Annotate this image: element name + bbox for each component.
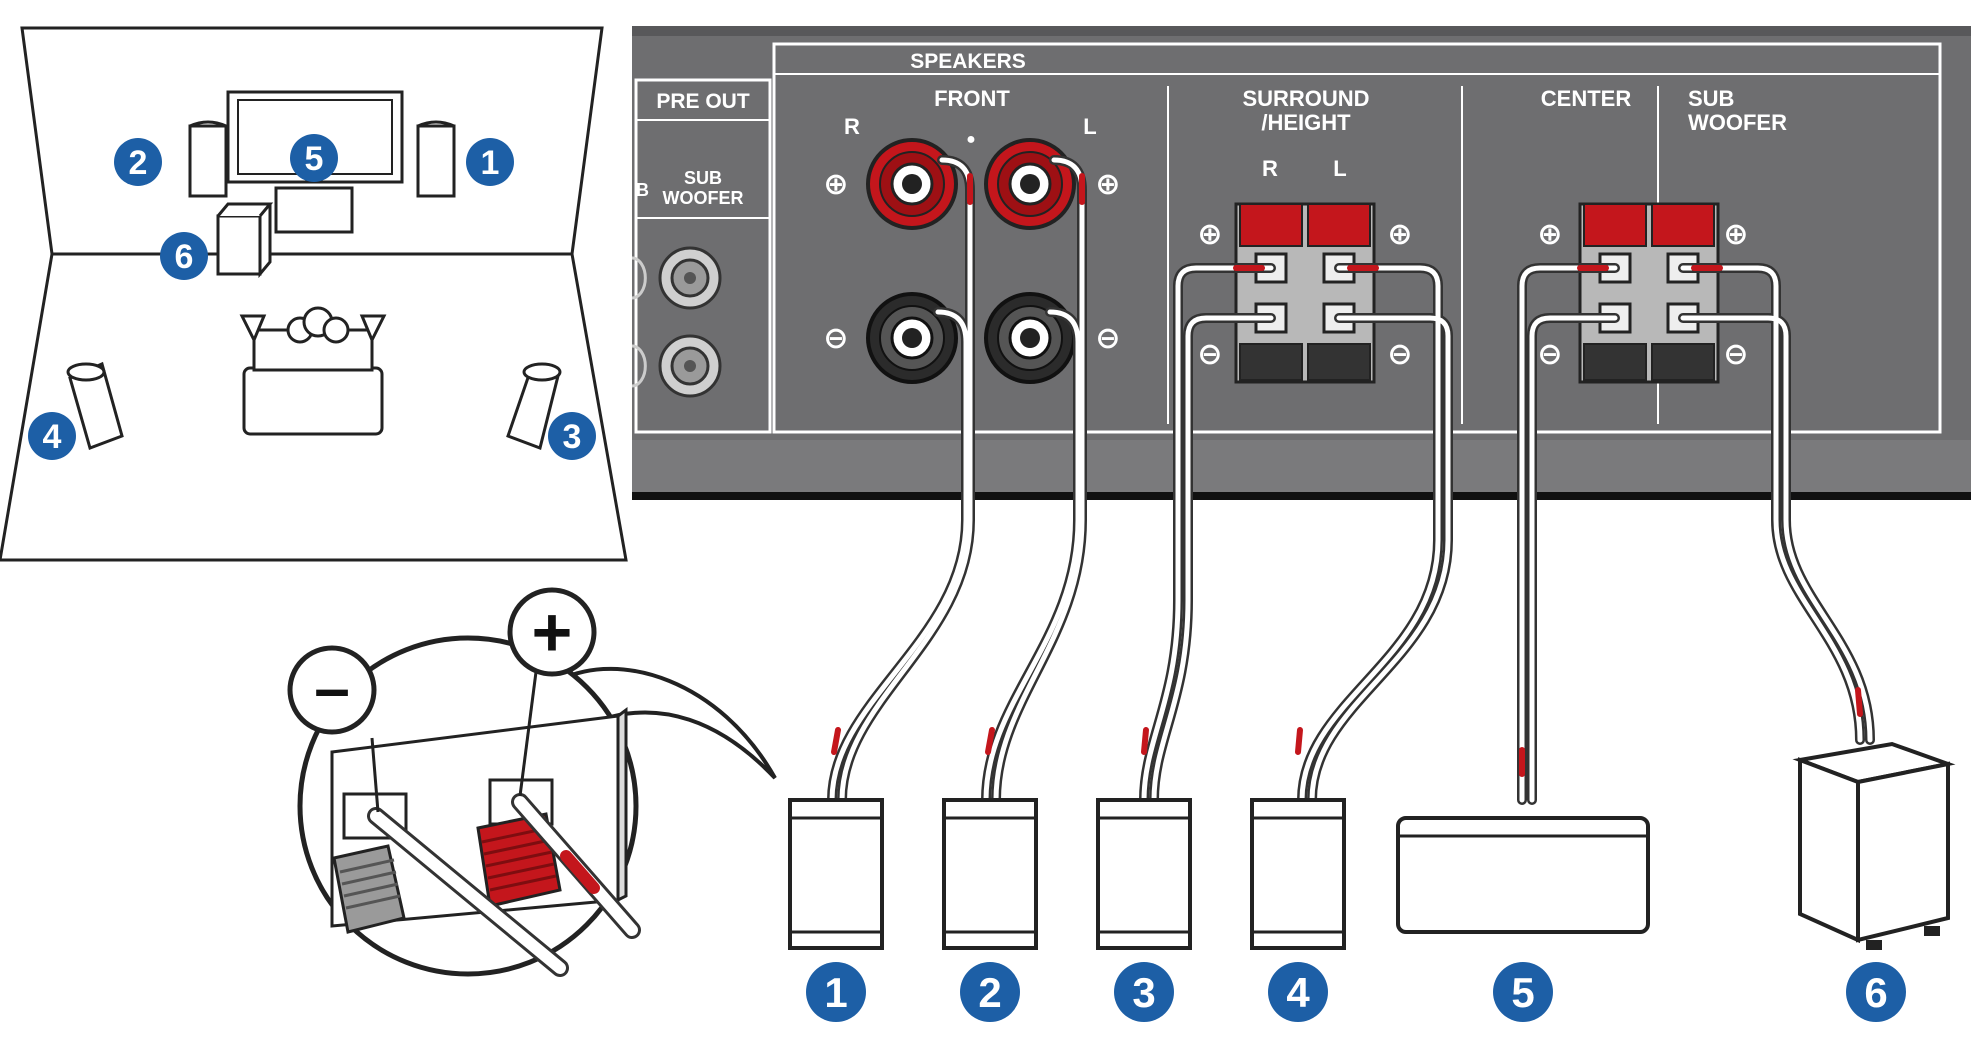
speaker-badge-1: 1	[806, 962, 866, 1022]
pre-out-sub-label-1: SUB	[684, 168, 722, 188]
room-subwoofer-icon	[216, 202, 274, 279]
svg-text:6: 6	[1864, 969, 1887, 1016]
subwoofer-label-1: SUB	[1688, 86, 1734, 111]
room-speaker-front-left-icon	[188, 120, 228, 198]
surround-label-1: SURROUND	[1242, 86, 1369, 111]
front-terminals: FRONT R L ● ⊕ ⊕ ⊖ ⊖	[823, 86, 1121, 384]
surround-label-2: /HEIGHT	[1261, 110, 1351, 135]
svg-text:3: 3	[563, 418, 582, 456]
room-speaker-center-icon	[274, 186, 354, 234]
speaker-cables	[827, 155, 1875, 805]
room-badge-5: 5	[290, 134, 338, 182]
room-speaker-surround-right-icon	[506, 362, 562, 450]
center-plus-symbol: ⊕	[1537, 217, 1562, 252]
room-layout-illustration: 1 2 3 4 5 6	[0, 26, 628, 562]
svg-text:3: 3	[1132, 969, 1155, 1016]
detail-minus-callout: –	[287, 645, 377, 735]
speaker-1-front-right-icon	[788, 798, 884, 950]
room-badge-6: 6	[160, 232, 208, 280]
front-l-minus-terminal[interactable]	[984, 292, 1076, 384]
speaker-badge-3: 3	[1114, 962, 1174, 1022]
surround-l-minus-symbol: ⊖	[1387, 337, 1412, 372]
speaker-badge-2: 2	[960, 962, 1020, 1022]
rca-jack-1[interactable]	[658, 246, 722, 310]
front-l-label: L	[1083, 114, 1096, 139]
svg-text:4: 4	[1286, 969, 1310, 1016]
speaker-5-center-icon	[1396, 816, 1650, 934]
surround-terminals: SURROUND /HEIGHT R L ⊕ ⊕ ⊖ ⊖	[1197, 86, 1413, 384]
front-label: FRONT	[934, 86, 1010, 111]
svg-text:2: 2	[978, 969, 1001, 1016]
center-minus-symbol: ⊖	[1537, 337, 1562, 372]
front-r-plus-symbol: ⊕	[823, 167, 848, 202]
surround-l-plus-symbol: ⊕	[1387, 217, 1412, 252]
room-badge-2: 2	[114, 138, 162, 186]
speaker-units: 1 2 3 4 5 6	[788, 741, 1956, 1022]
pre-out-section: PRE OUT SUB WOOFER B	[631, 78, 772, 434]
front-dot: ●	[966, 131, 976, 148]
room-badge-3: 3	[548, 412, 596, 460]
front-l-minus-symbol: ⊖	[1095, 321, 1120, 356]
room-speaker-surround-left-icon	[66, 361, 124, 450]
terminal-detail-magnifier: – +	[287, 587, 777, 977]
center-label: CENTER	[1541, 86, 1632, 111]
room-speaker-front-right-icon	[416, 120, 456, 198]
front-l-plus-terminal[interactable]	[984, 138, 1076, 230]
front-r-label: R	[844, 114, 860, 139]
subwoofer-label-2: WOOFER	[1688, 110, 1787, 135]
receiver-rear-panel: PRE OUT SUB WOOFER B SPEAKERS	[631, 26, 1971, 500]
svg-text:4: 4	[43, 418, 62, 456]
pre-out-sub-label-2: WOOFER	[663, 188, 744, 208]
svg-text:5: 5	[305, 140, 324, 178]
front-l-plus-symbol: ⊕	[1095, 167, 1120, 202]
rca-jack-2[interactable]	[658, 334, 722, 398]
partial-label: B	[636, 180, 649, 200]
speaker-badge-6: 6	[1846, 962, 1906, 1022]
speaker-badge-4: 4	[1268, 962, 1328, 1022]
room-badge-4: 4	[28, 412, 76, 460]
detail-plus-callout: +	[507, 587, 597, 677]
detail-minus-symbol: –	[314, 652, 350, 724]
svg-text:5: 5	[1511, 969, 1534, 1016]
surround-r-label: R	[1262, 156, 1278, 181]
svg-text:2: 2	[129, 144, 148, 182]
detail-plus-symbol: +	[532, 593, 573, 671]
svg-text:1: 1	[481, 144, 500, 182]
surround-r-minus-symbol: ⊖	[1197, 337, 1222, 372]
room-couch-icon	[239, 306, 387, 436]
subwoofer-plus-symbol: ⊕	[1723, 217, 1748, 252]
front-r-minus-terminal[interactable]	[866, 292, 958, 384]
svg-text:1: 1	[824, 969, 847, 1016]
detail-minus-lever	[332, 844, 406, 934]
detail-terminal-block	[330, 671, 641, 977]
center-sub-terminals: CENTER SUB WOOFER ⊕ ⊕ ⊖ ⊖	[1537, 86, 1787, 384]
speakers-section: SPEAKERS	[772, 42, 1942, 434]
speaker-badge-5: 5	[1493, 962, 1553, 1022]
subwoofer-minus-symbol: ⊖	[1723, 337, 1748, 372]
speaker-3-surround-right-icon	[1096, 798, 1192, 950]
speakers-label: SPEAKERS	[910, 50, 1026, 73]
pre-out-label: PRE OUT	[656, 90, 750, 113]
svg-text:6: 6	[175, 238, 194, 276]
speaker-4-surround-left-icon	[1250, 798, 1346, 950]
surround-r-plus-symbol: ⊕	[1197, 217, 1222, 252]
front-r-minus-symbol: ⊖	[823, 321, 848, 356]
surround-l-label: L	[1333, 156, 1346, 181]
room-badge-1: 1	[466, 138, 514, 186]
speaker-2-front-left-icon	[942, 798, 1038, 950]
front-r-plus-terminal[interactable]	[866, 138, 958, 230]
speaker-6-subwoofer-icon	[1792, 741, 1956, 950]
